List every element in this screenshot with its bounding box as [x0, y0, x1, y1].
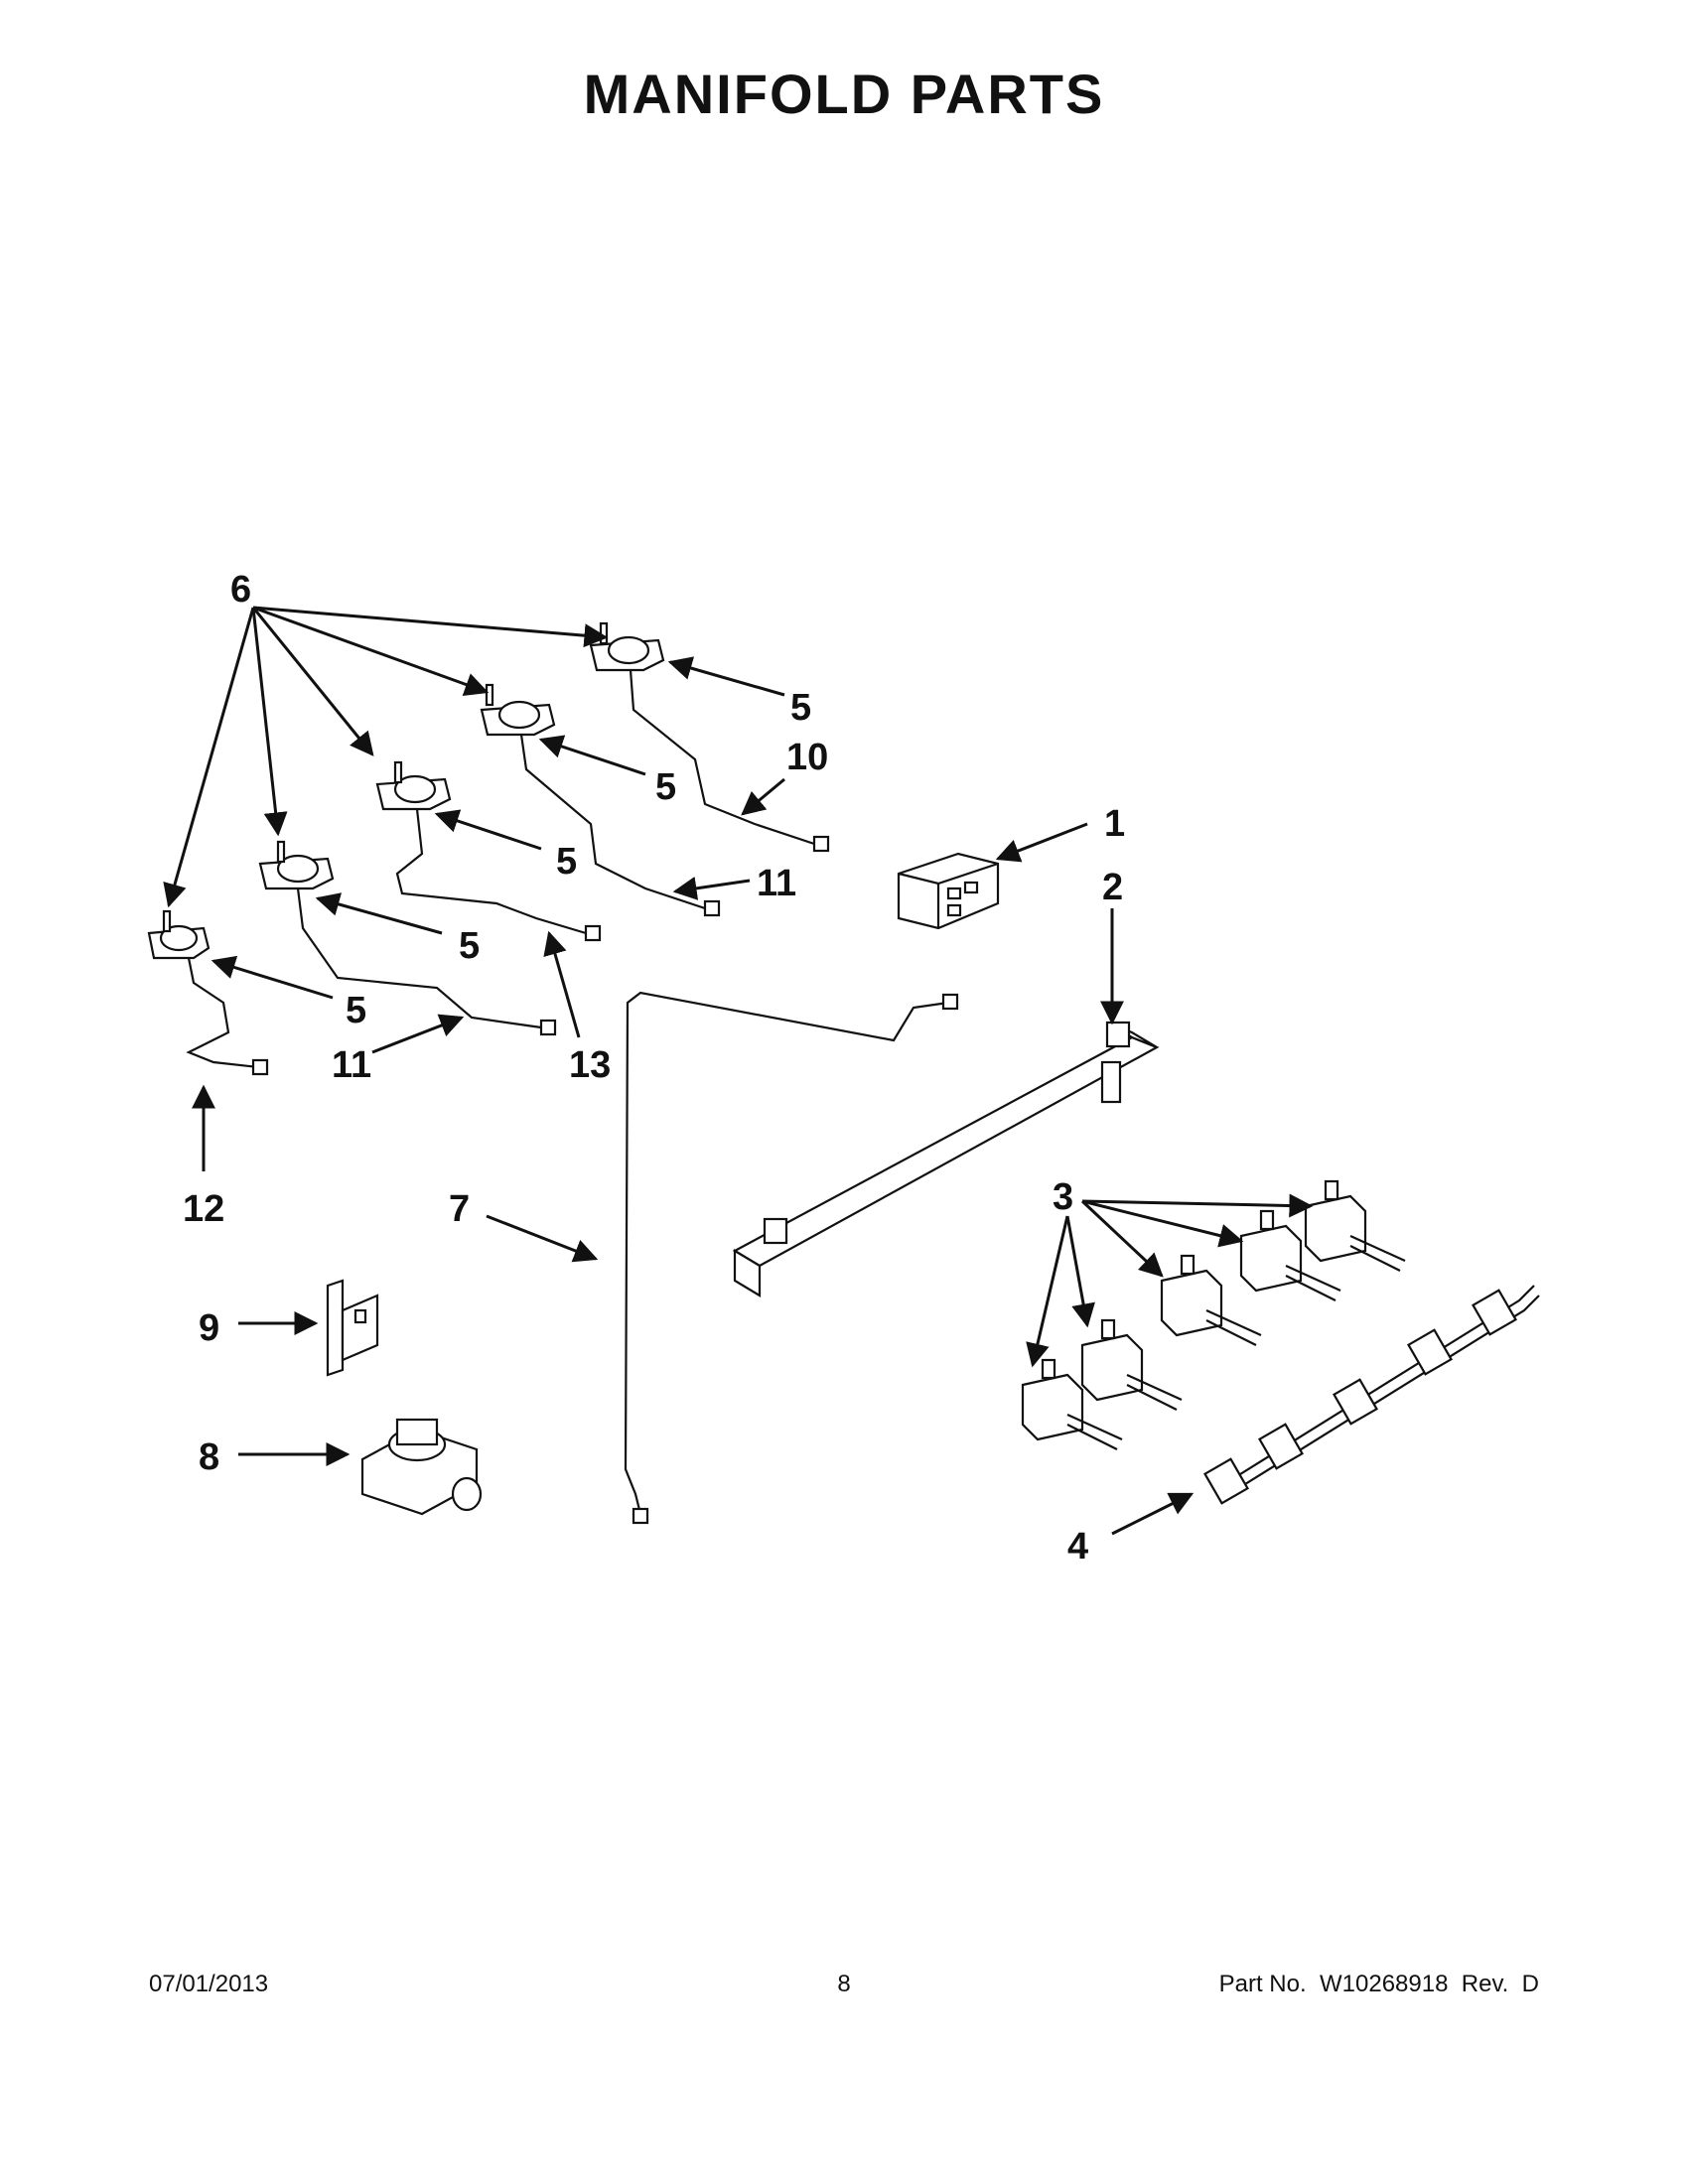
- callout-2: 2: [1102, 867, 1123, 908]
- callout-7: 7: [449, 1188, 470, 1230]
- manifold-bracket: [732, 1021, 1160, 1297]
- callout-5c: 5: [556, 841, 577, 883]
- callout-12: 12: [183, 1188, 224, 1230]
- callout-11a: 11: [757, 863, 796, 904]
- callout-1: 1: [1104, 803, 1125, 845]
- pressure-regulator: [360, 1418, 483, 1516]
- callout-5a: 5: [790, 687, 811, 729]
- callout-arrows: [163, 606, 1314, 1536]
- valve-b: [1080, 1318, 1183, 1411]
- callout-9: 9: [199, 1307, 219, 1349]
- callout-5d: 5: [459, 925, 480, 967]
- burner-valve-3: [375, 760, 602, 942]
- page-title: MANIFOLD PARTS: [583, 63, 1105, 125]
- footer-date: 07/01/2013: [149, 1971, 269, 1997]
- burner-valve-2: [258, 840, 557, 1036]
- footer-part-number: Part No. W10268918 Rev. D: [1218, 1971, 1539, 1997]
- callout-4: 4: [1067, 1526, 1088, 1568]
- valve-d: [1239, 1209, 1341, 1301]
- valve-c: [1160, 1254, 1262, 1346]
- callout-11b: 11: [332, 1044, 371, 1086]
- callout-13: 13: [569, 1044, 611, 1086]
- callout-5e: 5: [346, 990, 366, 1031]
- valve-e: [1304, 1179, 1406, 1272]
- mounting-bracket: [326, 1279, 379, 1377]
- valve-a: [1021, 1358, 1123, 1450]
- callout-8: 8: [199, 1436, 219, 1478]
- callout-6: 6: [230, 569, 251, 611]
- burner-valve-4: [480, 683, 721, 917]
- footer-page-number: 8: [837, 1971, 851, 1997]
- switch-harness: [1203, 1285, 1540, 1505]
- callout-5b: 5: [655, 766, 676, 808]
- spark-module: [897, 852, 1000, 930]
- burner-valve-1: [147, 909, 269, 1076]
- gas-tube: [624, 991, 959, 1525]
- callout-10: 10: [786, 737, 828, 778]
- callout-3: 3: [1053, 1176, 1073, 1218]
